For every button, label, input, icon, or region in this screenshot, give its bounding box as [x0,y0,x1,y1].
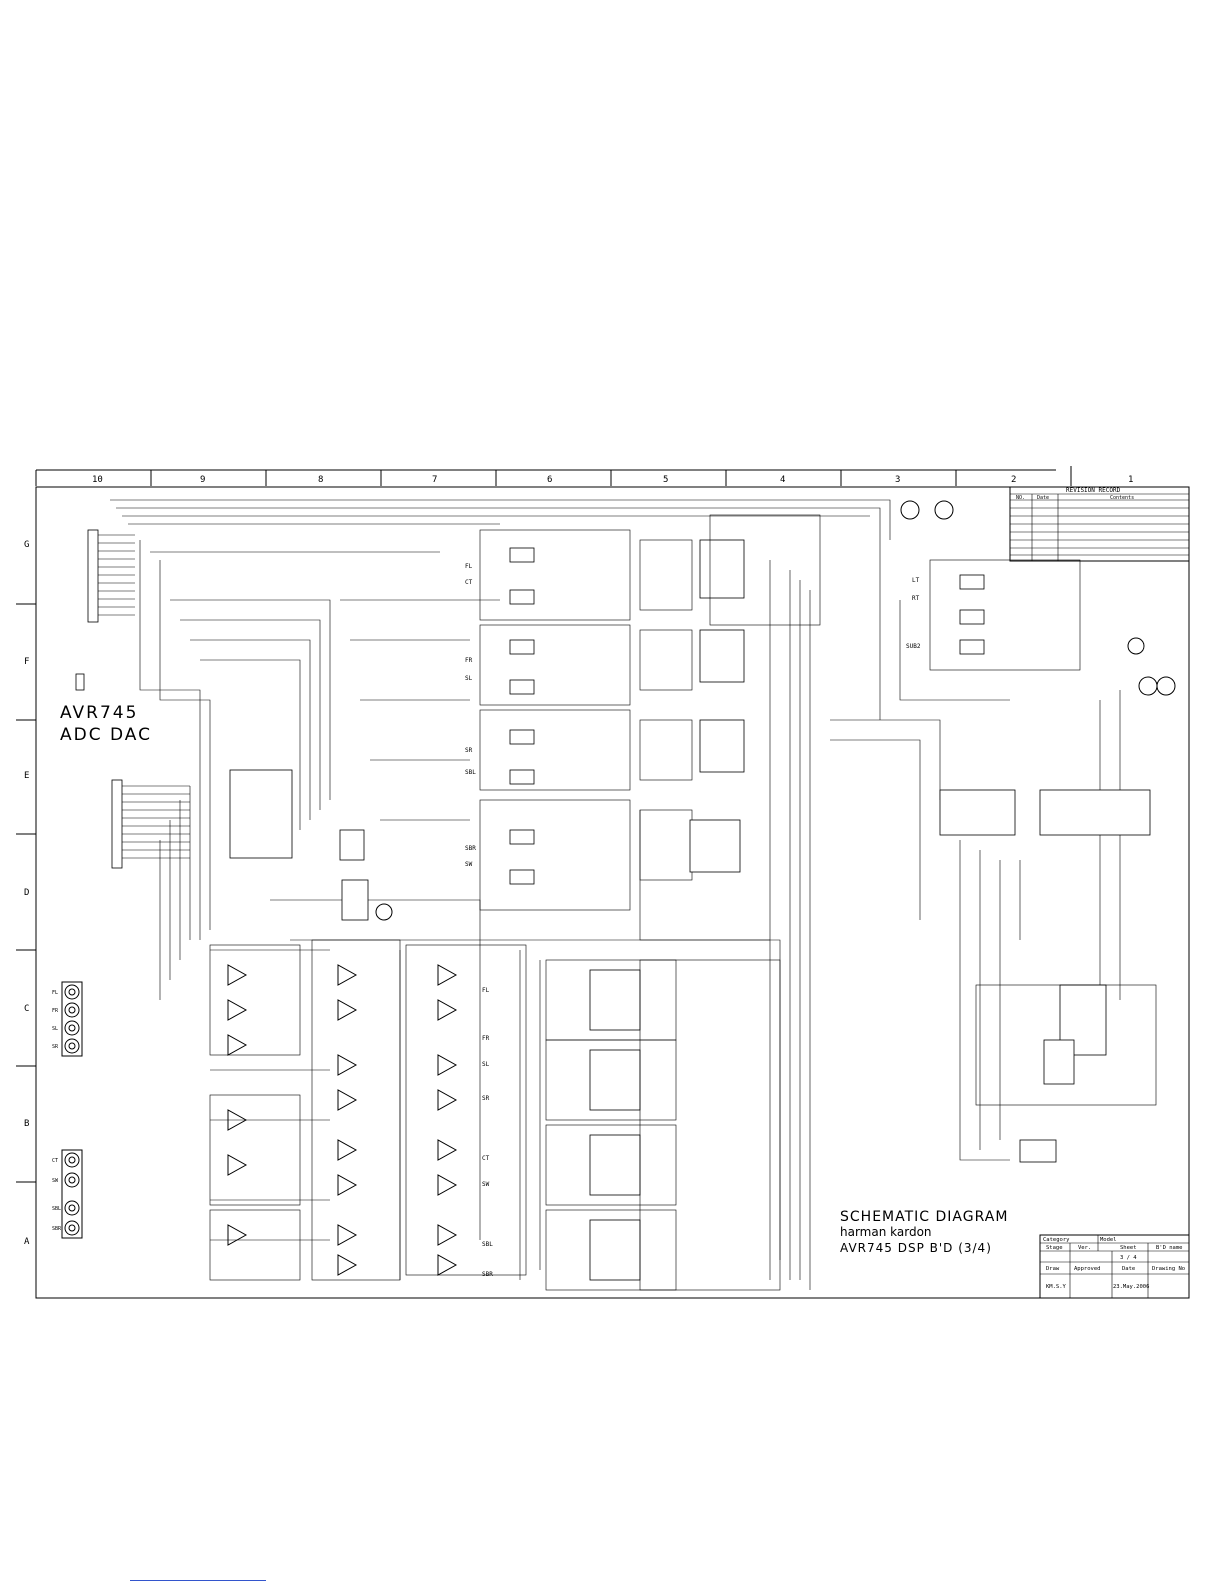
info-approved-label: Approved [1074,1266,1101,1272]
row-label: C [24,1004,29,1014]
info-draw-label: Draw [1046,1266,1060,1272]
col-label: 5 [663,475,668,485]
side-label-function: ADC DAC [60,725,152,745]
channel-label: FL [465,563,473,570]
row-ruler: G F E D C B A [16,540,36,1247]
jack-label: FL [52,990,58,996]
jack-label: SW [52,1178,59,1184]
right-middle-ics [939,789,1157,1163]
info-sheet-label: Sheet [1120,1245,1137,1251]
right-top-section: LT RT SUB2 [900,500,1176,696]
channel-label: SW [482,1181,490,1188]
col-label: 6 [547,475,552,485]
info-ver-label: Ver. [1078,1245,1091,1251]
info-category-label: Category [1043,1237,1070,1243]
col-label: 9 [200,475,205,485]
channel-label: SBR [482,1271,493,1278]
info-date-value: 23.May.2006 [1113,1284,1149,1290]
brand-name: harman kardon [840,1225,932,1239]
jack-label: SBL [52,1206,61,1212]
connector-small-f [75,673,85,691]
jack-label: SBR [52,1226,62,1232]
wiring-bus [110,499,1121,1290]
channel-label: FR [482,1035,490,1042]
connector-cn-top [87,529,135,623]
schematic-title: SCHEMATIC DIAGRAM [840,1209,1008,1225]
col-label: 4 [780,475,785,485]
info-sheet-value: 3 / 4 [1120,1255,1137,1261]
rev-header-no: NO. [1016,495,1025,501]
rev-header-contents: Contents [1110,495,1134,501]
info-model-label: Model [1100,1237,1117,1243]
channel-label: RT [912,595,920,602]
info-bd-name-label: B'D name [1156,1245,1183,1251]
info-date-label: Date [1122,1266,1135,1272]
jack-label: SR [52,1044,59,1050]
info-table: Category Model Stage Ver. Sheet B'D name… [1039,1234,1190,1299]
side-label-model: AVR745 [60,703,138,723]
info-drawing-no-label: Drawing No [1152,1266,1185,1272]
channel-label: FR [465,657,473,664]
col-label: 1 [1128,475,1133,485]
col-label: 3 [895,475,900,485]
channel-label: LT [912,577,920,584]
bottom-opamp-blocks: FL FR SL SR CT SW SBL SBR [209,939,527,1281]
rca-jacks-top: FL FR SL SR [52,981,83,1057]
channel-label: SW [465,861,473,868]
info-draw-value: KM.S.Y [1046,1284,1067,1290]
row-label: D [24,888,29,898]
col-label: 2 [1011,475,1016,485]
left-middle-ics [229,769,393,921]
adc-ics-bottom [545,959,781,1291]
top-channel-blocks: FL CT FR SL SR SBL SBR SW [465,529,631,911]
channel-label: CT [465,579,473,586]
dac-ics-top [639,514,821,881]
jack-label: SL [52,1026,58,1032]
row-label: F [24,657,29,667]
title-block: SCHEMATIC DIAGRAM harman kardon AVR745 D… [840,1209,1008,1255]
rca-jacks-bottom: CT SW SBL SBR [52,1149,83,1239]
channel-label: SBL [482,1241,493,1248]
row-label: B [24,1119,29,1129]
channel-label: SBR [465,845,476,852]
col-label: 8 [318,475,323,485]
channel-label: SL [465,675,473,682]
footer-link-underline[interactable] [130,1580,266,1581]
revision-record-title: REVISION RECORD [1066,487,1121,494]
col-label: 7 [432,475,437,485]
revision-record-table: REVISION RECORD NO. Date Contents [1009,486,1190,562]
connector-cn-mid [111,779,190,869]
model-sheet-name: AVR745 DSP B'D (3/4) [840,1241,992,1255]
channel-label: SR [482,1095,490,1102]
channel-label: SBL [465,769,476,776]
channel-label: CT [482,1155,490,1162]
channel-label: SR [465,747,473,754]
sheet-border [35,486,1190,1299]
column-ruler: 10 9 8 7 6 5 4 3 2 1 [35,466,1133,486]
row-label: G [24,540,29,550]
info-stage-label: Stage [1046,1245,1063,1251]
channel-label: FL [482,987,490,994]
channel-label: SL [482,1061,490,1068]
col-label: 10 [92,475,103,485]
row-label: A [24,1237,30,1247]
jack-label: FR [52,1008,59,1014]
jack-label: CT [52,1158,58,1164]
channel-label: SUB2 [906,643,921,650]
rev-header-date: Date [1037,495,1049,501]
row-label: E [24,771,29,781]
